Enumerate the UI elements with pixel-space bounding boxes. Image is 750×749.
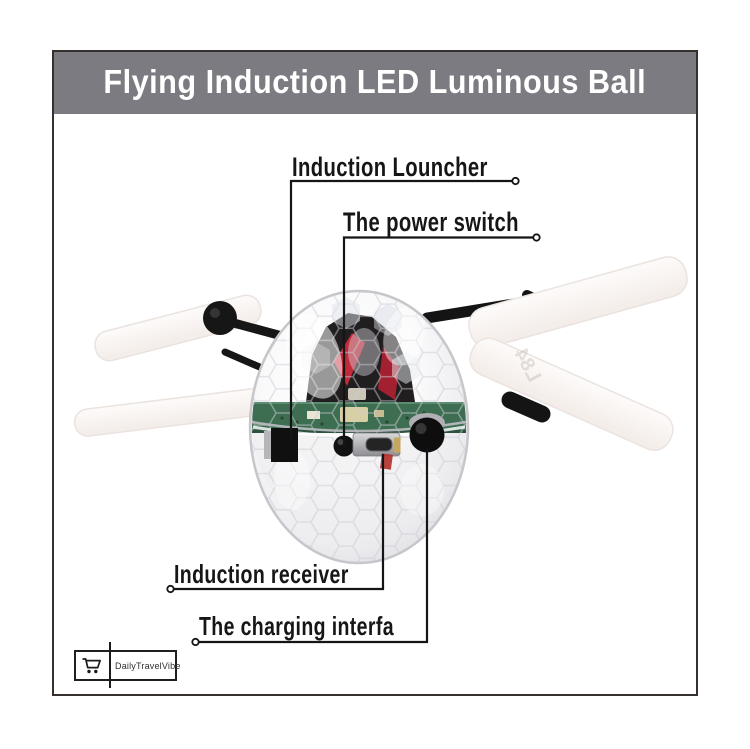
callout-line-induction-launcher bbox=[289, 179, 512, 439]
callout-dot-power-switch bbox=[532, 233, 541, 242]
callout-dot-induction-launcher bbox=[511, 176, 520, 186]
luminous-ball bbox=[248, 289, 470, 565]
callout-line-induction-receiver bbox=[174, 454, 385, 591]
callout-label-charging-interface: The charging interfa bbox=[199, 611, 394, 641]
callout-dot-induction-receiver bbox=[166, 584, 175, 594]
watermark-divider bbox=[109, 642, 111, 688]
watermark-brand-text: DailyTravelVibe bbox=[115, 660, 181, 671]
callout-label-power-switch: The power switch bbox=[343, 207, 519, 237]
callout-line-charging-interface bbox=[199, 447, 429, 644]
right-upper-blade bbox=[468, 256, 688, 348]
image-frame: Flying Induction LED Luminous Ball bbox=[52, 50, 698, 696]
callout-label-induction-receiver: Induction receiver bbox=[174, 559, 349, 589]
shopping-cart-icon bbox=[82, 657, 101, 673]
launcher-window bbox=[264, 428, 298, 462]
page-title: Flying Induction LED Luminous Ball bbox=[103, 63, 647, 100]
title-banner: Flying Induction LED Luminous Ball bbox=[52, 50, 698, 114]
product-illustration: L84 bbox=[73, 176, 688, 647]
facet-sparkles bbox=[274, 297, 444, 516]
callout-lines bbox=[166, 176, 541, 647]
usb-charging-port bbox=[352, 432, 401, 457]
callout-line-power-switch bbox=[342, 236, 533, 446]
right-lower-blade bbox=[469, 337, 674, 451]
callout-dot-charging-interface bbox=[191, 637, 200, 647]
brand-watermark: DailyTravelVibe bbox=[74, 642, 180, 688]
power-switch-knob bbox=[409, 413, 445, 453]
red-sticker bbox=[379, 453, 393, 470]
callout-label-induction-launcher: Induction Louncher bbox=[292, 152, 488, 182]
